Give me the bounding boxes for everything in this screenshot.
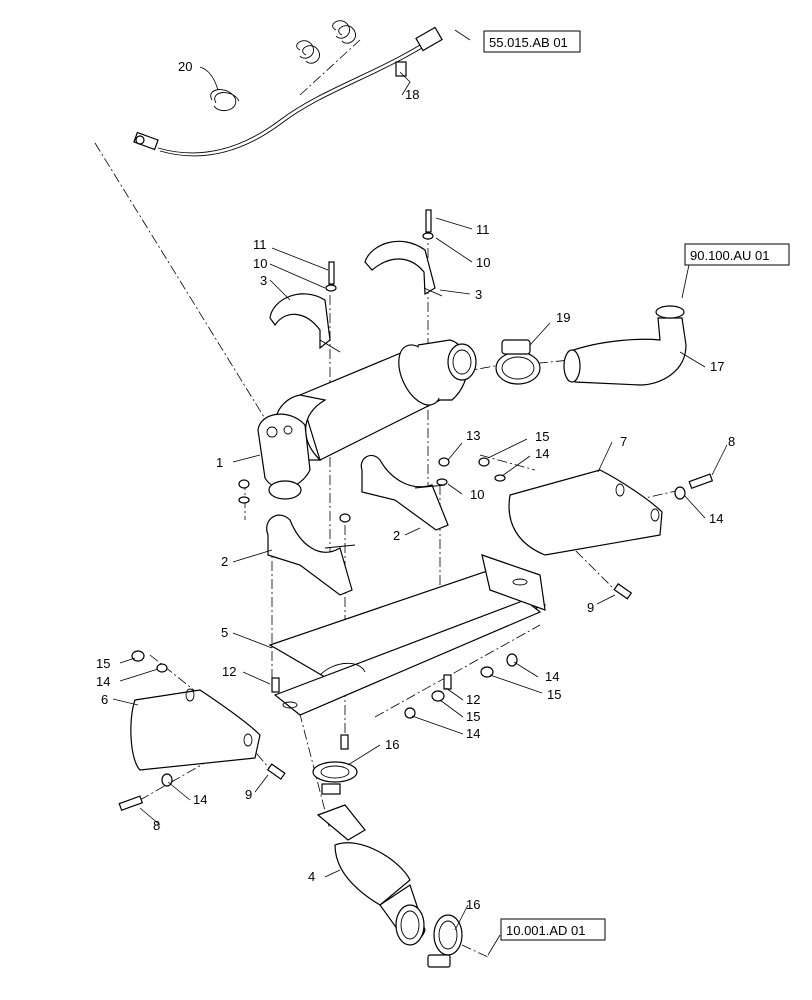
callout-15: 15	[535, 429, 549, 444]
callout-10: 10	[470, 487, 484, 502]
callout-14: 14	[545, 669, 559, 684]
callout-16: 16	[385, 737, 399, 752]
callout-9: 9	[245, 787, 252, 802]
reference-box-right[interactable]: 90.100.AU 01	[684, 243, 790, 266]
reference-box-bottom[interactable]: 10.001.AD 01	[500, 918, 606, 941]
callout-8: 8	[153, 818, 160, 833]
callout-9: 9	[587, 600, 594, 615]
callout-14: 14	[193, 792, 207, 807]
lower-bracket-right	[360, 455, 449, 531]
callout-16: 16	[466, 897, 480, 912]
callout-11: 11	[476, 222, 490, 237]
reference-right-label[interactable]: 90.100.AU 01	[690, 248, 770, 263]
callout-10: 10	[253, 256, 267, 271]
exhaust-canister	[257, 339, 477, 500]
upper-strap-right	[364, 240, 443, 297]
callout-20: 20	[178, 59, 192, 74]
callout-14: 14	[466, 726, 480, 741]
callout-19: 19	[556, 310, 570, 325]
callout-1: 1	[216, 455, 223, 470]
callout-labels: 20 18 11 10 3 11 10 3 19 17 1 13 15 14 1…	[96, 59, 735, 912]
fasteners	[118, 209, 714, 812]
callout-3: 3	[260, 273, 267, 288]
band-clamp-upper	[495, 339, 541, 385]
lower-bracket-left	[266, 514, 356, 596]
side-bracket-left	[130, 688, 261, 771]
callout-8: 8	[728, 434, 735, 449]
callout-2: 2	[393, 528, 400, 543]
callout-3: 3	[475, 287, 482, 302]
sensor-harness	[133, 20, 443, 157]
callout-14: 14	[535, 446, 549, 461]
side-bracket-right	[508, 469, 663, 556]
callout-12: 12	[466, 692, 480, 707]
callout-2: 2	[221, 554, 228, 569]
clamp-mid	[312, 761, 358, 795]
catalyst-pipe	[316, 804, 426, 946]
callout-7: 7	[620, 434, 627, 449]
callout-14: 14	[96, 674, 110, 689]
callout-13: 13	[466, 428, 480, 443]
callout-4: 4	[308, 869, 315, 884]
callout-11: 11	[253, 237, 267, 252]
callout-10: 10	[476, 255, 490, 270]
elbow-pipe	[563, 305, 687, 386]
clamp-bottom	[427, 914, 463, 968]
callout-15: 15	[547, 687, 561, 702]
mounting-plate	[268, 554, 547, 716]
reference-top-label[interactable]: 55.015.AB 01	[489, 35, 568, 50]
callout-5: 5	[221, 625, 228, 640]
reference-bottom-label[interactable]: 10.001.AD 01	[506, 923, 586, 938]
callout-12: 12	[222, 664, 236, 679]
callout-17: 17	[710, 359, 724, 374]
callout-15: 15	[96, 656, 110, 671]
callout-18: 18	[405, 87, 419, 102]
callout-15: 15	[466, 709, 480, 724]
callout-6: 6	[101, 692, 108, 707]
reference-box-top[interactable]: 55.015.AB 01	[483, 30, 581, 53]
upper-strap-left	[269, 293, 341, 353]
callout-14: 14	[709, 511, 723, 526]
leader-lines	[112, 29, 728, 956]
